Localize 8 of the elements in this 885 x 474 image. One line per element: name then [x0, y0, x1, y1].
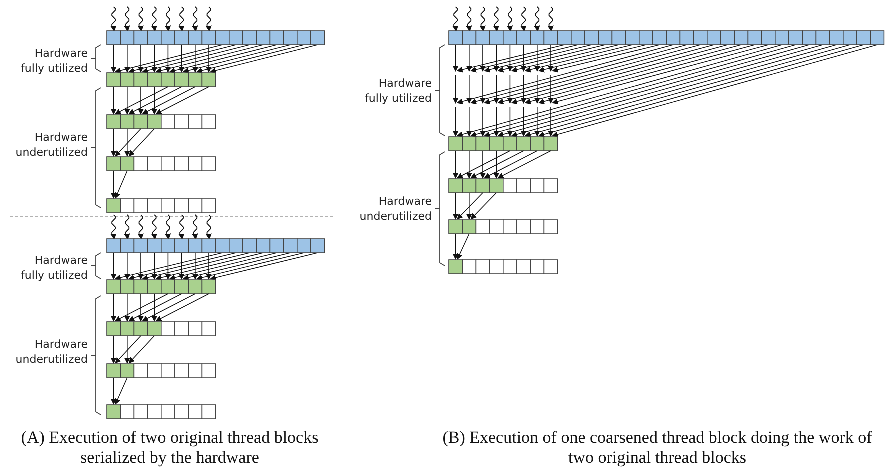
- annotation-text: Hardware fully utilized: [20, 253, 88, 283]
- annotation-text: Hardware underutilized: [14, 337, 88, 367]
- annotation-text: Hardware fully utilized: [364, 76, 432, 106]
- figure-caption: (A) Execution of two original thread blocks serialized by the hardware: [20, 428, 320, 468]
- annotation-text: Hardware underutilized: [358, 194, 432, 224]
- annotation-text: Hardware underutilized: [14, 130, 88, 160]
- annotation-text: Hardware fully utilized: [20, 46, 88, 76]
- figure-caption: (B) Execution of one coarsened thread block doing the work of two original thread blocks: [442, 428, 874, 468]
